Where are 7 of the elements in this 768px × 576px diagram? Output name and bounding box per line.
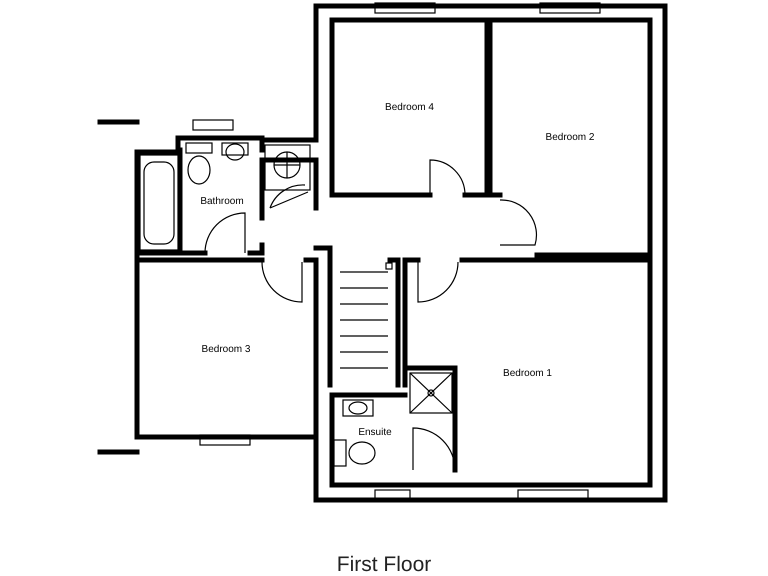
room-label: Bedroom 2 [546,132,594,143]
caption: First Floor [336,553,432,576]
room-label: Bedroom 4 [385,102,434,113]
room-label: Bathroom [200,196,244,207]
room-label: Bedroom 3 [202,344,250,355]
room-label: Bedroom 1 [503,368,552,379]
room-label: Ensuite [358,426,392,438]
